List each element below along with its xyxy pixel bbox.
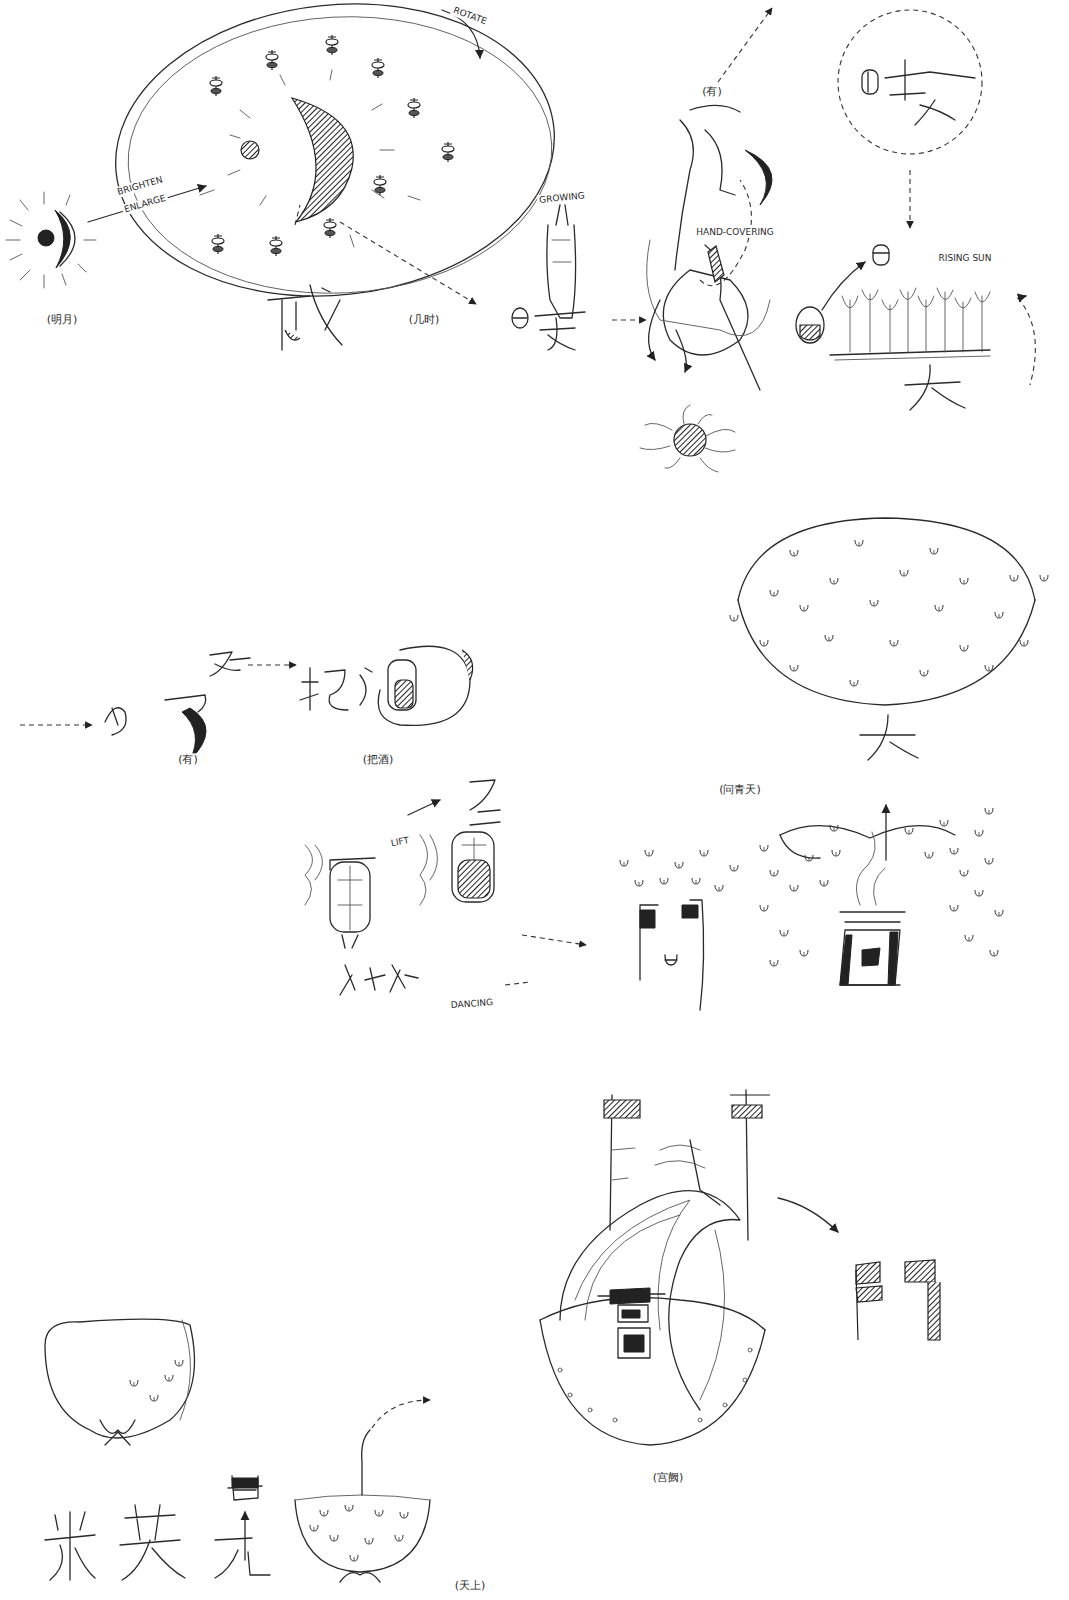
- palace-sketch: [540, 1090, 940, 1445]
- hold-wine-sketch: [300, 646, 473, 725]
- annotation-label: (有): [700, 85, 724, 98]
- annotation-label: RISING SUN: [937, 253, 994, 264]
- annotation-label: (明月): [45, 313, 80, 326]
- blue-sky-sketch: [760, 808, 1003, 985]
- annotation-label: (天上): [453, 1579, 488, 1592]
- annotation-label: HAND-COVERING: [694, 227, 776, 238]
- lift-wine-sketch: [305, 780, 530, 995]
- annotation-label: (几时): [407, 313, 442, 326]
- flow-arrow: [718, 8, 772, 82]
- rotating-moon: [101, 0, 569, 317]
- bright-moon: [6, 192, 96, 288]
- character-sketch: [268, 285, 342, 350]
- annotation-label: (问青天): [717, 783, 763, 796]
- annotation-label: ROTATE: [450, 4, 490, 27]
- sun-scene: [796, 10, 1035, 410]
- flow-arrow: [522, 935, 586, 945]
- hand-covering-sketch: [640, 105, 772, 472]
- annotation-label: (把酒): [361, 753, 396, 766]
- brighten-arrow: [88, 186, 206, 222]
- annotation-label: (宫阙): [651, 1471, 686, 1484]
- flow-arrow: [612, 319, 646, 320]
- heaven-sketch: [45, 1319, 430, 1582]
- door-sketch: [620, 850, 738, 1010]
- annotation-label: (有): [176, 753, 200, 766]
- sky-dome: [730, 518, 1048, 860]
- annotation-label: ENLARGE: [121, 192, 169, 215]
- flow-arrow: [340, 222, 476, 304]
- growing-hand: [512, 205, 585, 350]
- annotation-label: GROWING: [537, 190, 587, 206]
- you-character-sketch: [105, 652, 296, 760]
- annotation-label: LIFT: [388, 835, 412, 849]
- annotation-label: DANCING: [449, 997, 496, 1011]
- flow-arrow: [20, 724, 92, 725]
